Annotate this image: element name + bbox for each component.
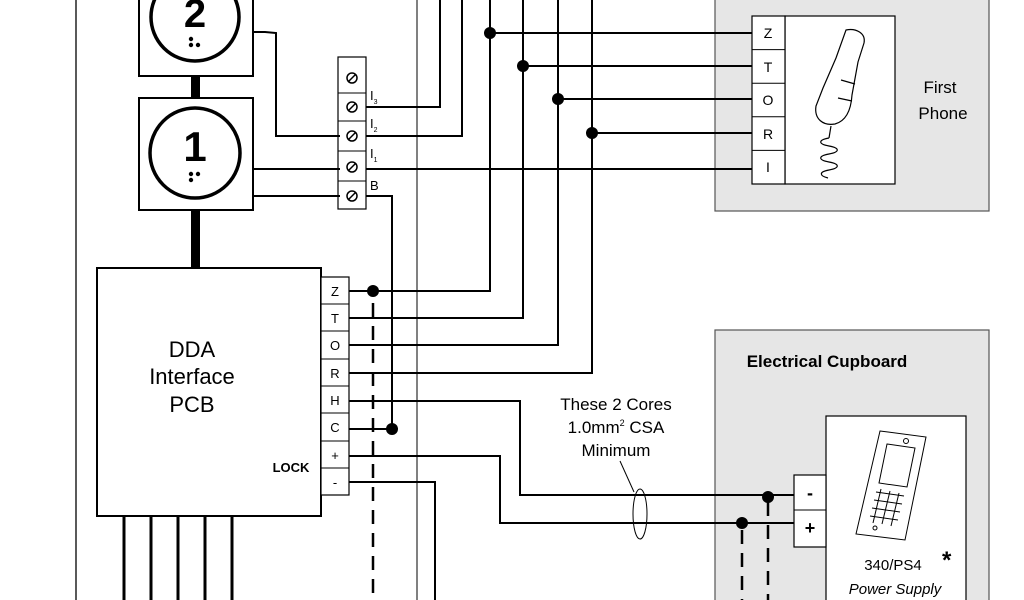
- pcb-terminal-z: Z: [331, 284, 339, 299]
- braille-dots-icon: [188, 36, 201, 48]
- phone-terminal-z: Z: [764, 25, 773, 41]
- button-1-number: 1: [183, 123, 206, 170]
- terminal-i2-label: I2: [370, 116, 378, 134]
- power-supply-icon: [855, 430, 927, 541]
- pcb-title-line2: Interface: [149, 364, 235, 389]
- power-supply-model: 340/PS4: [864, 557, 922, 574]
- pcb-terminal-t: T: [331, 311, 339, 326]
- wire-lock-minus: [349, 481, 436, 600]
- cupboard-terminal-plus: +: [805, 518, 816, 538]
- wire-b-c: [366, 195, 393, 429]
- braille-dots-icon: [188, 171, 201, 183]
- phone-terminal-strip: Z T O R I: [751, 15, 786, 185]
- terminal-i1-label: I1: [370, 146, 378, 164]
- screw-icon: [346, 72, 358, 202]
- pcb-terminal-r: R: [330, 366, 339, 381]
- terminal-i3-label: I3: [370, 88, 378, 106]
- power-supply-asterisk: *: [942, 547, 952, 574]
- wire-i2-up: [366, 0, 463, 137]
- wire-r: [349, 0, 593, 374]
- cores-note-line3: Minimum: [582, 441, 651, 460]
- cores-note: These 2 Cores 1.0mm2 CSA Minimum: [560, 395, 672, 460]
- pcb-title-line3: PCB: [169, 392, 214, 417]
- pcb-terminal-h: H: [330, 393, 339, 408]
- wire-t: [349, 0, 524, 319]
- wire-i3-up: [366, 0, 441, 108]
- phone-label-line1: First: [923, 78, 956, 97]
- power-supply-subtitle: Power Supply: [849, 581, 943, 598]
- wire-o: [349, 0, 559, 346]
- button-to-pcb-bar: [191, 210, 200, 268]
- phone-box: [784, 15, 896, 185]
- cupboard-title: Electrical Cupboard: [747, 352, 908, 371]
- electrical-cupboard-panel: Electrical Cupboard 340/PS4 * Power Supp…: [714, 329, 990, 600]
- pcb-title-line1: DDA: [169, 337, 216, 362]
- handset-icon: [815, 28, 865, 179]
- lock-label: LOCK: [273, 460, 310, 475]
- cores-note-line1: These 2 Cores: [560, 395, 672, 414]
- call-button-2: 2: [138, 0, 254, 77]
- terminal-block: I3 I2 I1 B: [337, 56, 379, 210]
- wiring: [253, 0, 794, 600]
- call-button-1: 1: [138, 97, 254, 211]
- pcb-terminal-plus: +: [331, 448, 339, 463]
- phone-terminal-r: R: [763, 126, 773, 142]
- phone-terminal-t: T: [764, 59, 773, 75]
- button-2-number: 2: [184, 0, 206, 36]
- button-connector-bar: [191, 76, 200, 98]
- phone-terminal-i: I: [766, 159, 770, 175]
- cupboard-terminal-strip: [793, 474, 827, 548]
- wire-h: [349, 400, 794, 496]
- first-phone-panel: First Phone Z T O R I: [714, 0, 990, 212]
- pcb-terminal-minus: -: [333, 475, 337, 490]
- dda-interface-pcb: DDA Interface PCB LOCK Z T O R H C + -: [96, 267, 350, 600]
- cupboard-terminal-minus: -: [807, 483, 813, 503]
- pcb-terminal-c: C: [330, 420, 339, 435]
- phone-terminal-o: O: [763, 92, 774, 108]
- cores-note-line2: 1.0mm2 CSA: [568, 418, 665, 437]
- wire-button2-i2: [253, 31, 340, 137]
- cable-tie-icon: [632, 488, 648, 540]
- wire-z: [349, 0, 491, 292]
- pcb-terminal-o: O: [330, 338, 340, 353]
- dashed-wires: [371, 303, 770, 600]
- phone-label-line2: Phone: [918, 104, 967, 123]
- junction-dots: [367, 27, 774, 529]
- terminal-b-label: B: [370, 178, 379, 193]
